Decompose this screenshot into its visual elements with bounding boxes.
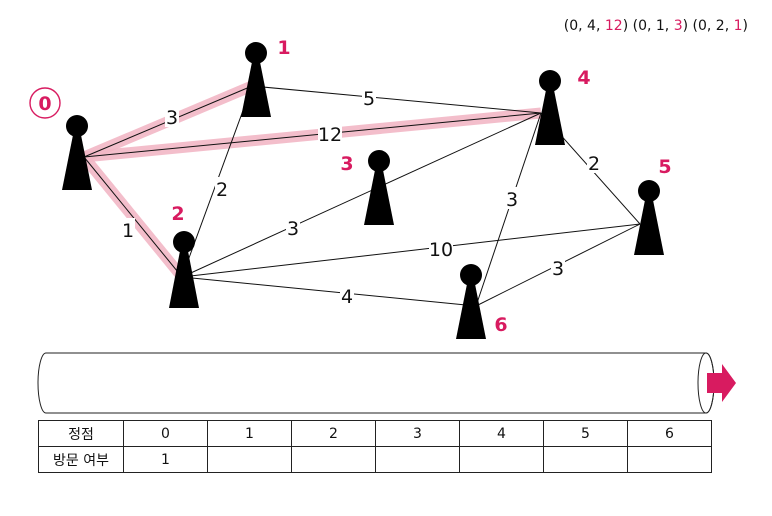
queue-contents: (0, 4, 12) (0, 1, 3) (0, 2, 1) (564, 18, 748, 34)
vertex-label-2: 2 (171, 203, 184, 225)
edge-weight-label: 4 (341, 286, 353, 308)
visit-table: 정점 0 1 2 3 4 5 6 방문 여부 1 (38, 420, 712, 473)
edge-weight-label: 2 (588, 153, 600, 175)
pawn-head (173, 231, 195, 253)
pawn-head (460, 264, 482, 286)
edge-weight-label: 1 (122, 220, 134, 242)
visited-cell (375, 446, 460, 473)
vertex-1-pawn-icon (241, 42, 271, 117)
vertex-layer (62, 42, 664, 339)
visited-cell: 1 (123, 446, 208, 473)
pawn-body (169, 251, 199, 308)
edge-weight-label: 5 (363, 88, 375, 110)
weight-label-background (165, 105, 179, 127)
vertex-header-cell: 5 (543, 420, 628, 447)
highlight-layer (79, 80, 542, 281)
edge-2-6 (181, 276, 477, 307)
visited-cell (459, 446, 544, 473)
vertex-5-pawn-icon (634, 180, 664, 255)
weight-layer: 3 12 1 5 2 3 10 4 2 3 3 (121, 86, 601, 308)
edge-weight-label: 10 (429, 239, 453, 261)
table-header-row: 정점 0 1 2 3 4 5 6 (38, 420, 712, 447)
vertex-label-1: 1 (277, 37, 290, 59)
edge-weight-label: 3 (552, 258, 564, 280)
weight-label-background (362, 86, 376, 108)
vertex-6-pawn-icon (456, 264, 486, 339)
pawn-head (368, 150, 390, 172)
weight-label-background (340, 284, 354, 306)
pawn-body (535, 90, 565, 145)
edge-4-6 (475, 112, 542, 307)
pawn-head (539, 70, 561, 92)
weight-label-background (505, 187, 519, 209)
vertex-3-pawn-icon (364, 150, 394, 225)
visited-cell (543, 446, 628, 473)
visited-cell (291, 446, 376, 473)
queue-item: (0, 2, 1) (692, 18, 748, 34)
pawn-head (638, 180, 660, 202)
pawn-head (66, 115, 88, 137)
vertex-header-cell: 1 (207, 420, 292, 447)
queue-item: (0, 4, 12) (563, 18, 629, 34)
edge-0-4 (83, 112, 542, 158)
weight-label-background (286, 216, 300, 238)
header-label-cell: 정점 (38, 420, 124, 447)
vertex-label-3: 3 (340, 153, 353, 175)
pawn-body (634, 200, 664, 255)
pawn-head (245, 42, 267, 64)
pawn-body (241, 62, 271, 117)
weight-label-background (121, 218, 135, 240)
edge-1-4 (251, 85, 542, 114)
vertex-label-5: 5 (658, 156, 671, 178)
vertex-header-cell: 2 (291, 420, 376, 447)
vertex-2-pawn-icon (169, 231, 199, 308)
edge-weight-label: 3 (166, 107, 178, 129)
queue-item: (0, 1, 3) (632, 18, 689, 34)
queue-item-weight: 3 (673, 18, 683, 34)
weight-label-background (551, 256, 565, 278)
vertex-label-6: 6 (494, 314, 507, 336)
edge-weight-label: 3 (506, 189, 518, 211)
vertex-header-cell: 4 (459, 420, 544, 447)
vertex-header-cell: 6 (627, 420, 712, 447)
edge-weight-label: 2 (216, 179, 228, 201)
vertex-header-cell: 0 (123, 420, 208, 447)
pawn-body (364, 170, 394, 225)
vertex-4-pawn-icon (535, 70, 565, 145)
queue-item-weight: 1 (733, 18, 743, 34)
pawn-body (456, 284, 486, 339)
edge-weight-label: 12 (318, 124, 342, 146)
vertex-label-0: 0 (38, 93, 51, 115)
vertex-header-cell: 3 (375, 420, 460, 447)
queue-tube (37, 352, 715, 414)
vertex-0-pawn-icon (62, 115, 92, 190)
edge-2-4 (181, 112, 542, 278)
pawn-body (62, 135, 92, 190)
edge-2-5 (181, 223, 641, 278)
weight-label-background (318, 122, 342, 144)
weight-label-background (429, 237, 453, 259)
start-vertex-circle (29, 87, 61, 119)
table-visited-row: 방문 여부 1 (38, 446, 712, 473)
visited-cell (207, 446, 292, 473)
weight-label-background (215, 177, 229, 199)
weight-label-background (587, 151, 601, 173)
vertex-label-4: 4 (577, 67, 590, 89)
edge-weight-label: 3 (287, 218, 299, 240)
queue-item-weight: 12 (604, 18, 623, 34)
row-label-cell: 방문 여부 (38, 446, 124, 473)
queue-direction-arrow-icon (707, 364, 736, 402)
visited-cell (627, 446, 712, 473)
edge-0-2 (83, 156, 183, 278)
